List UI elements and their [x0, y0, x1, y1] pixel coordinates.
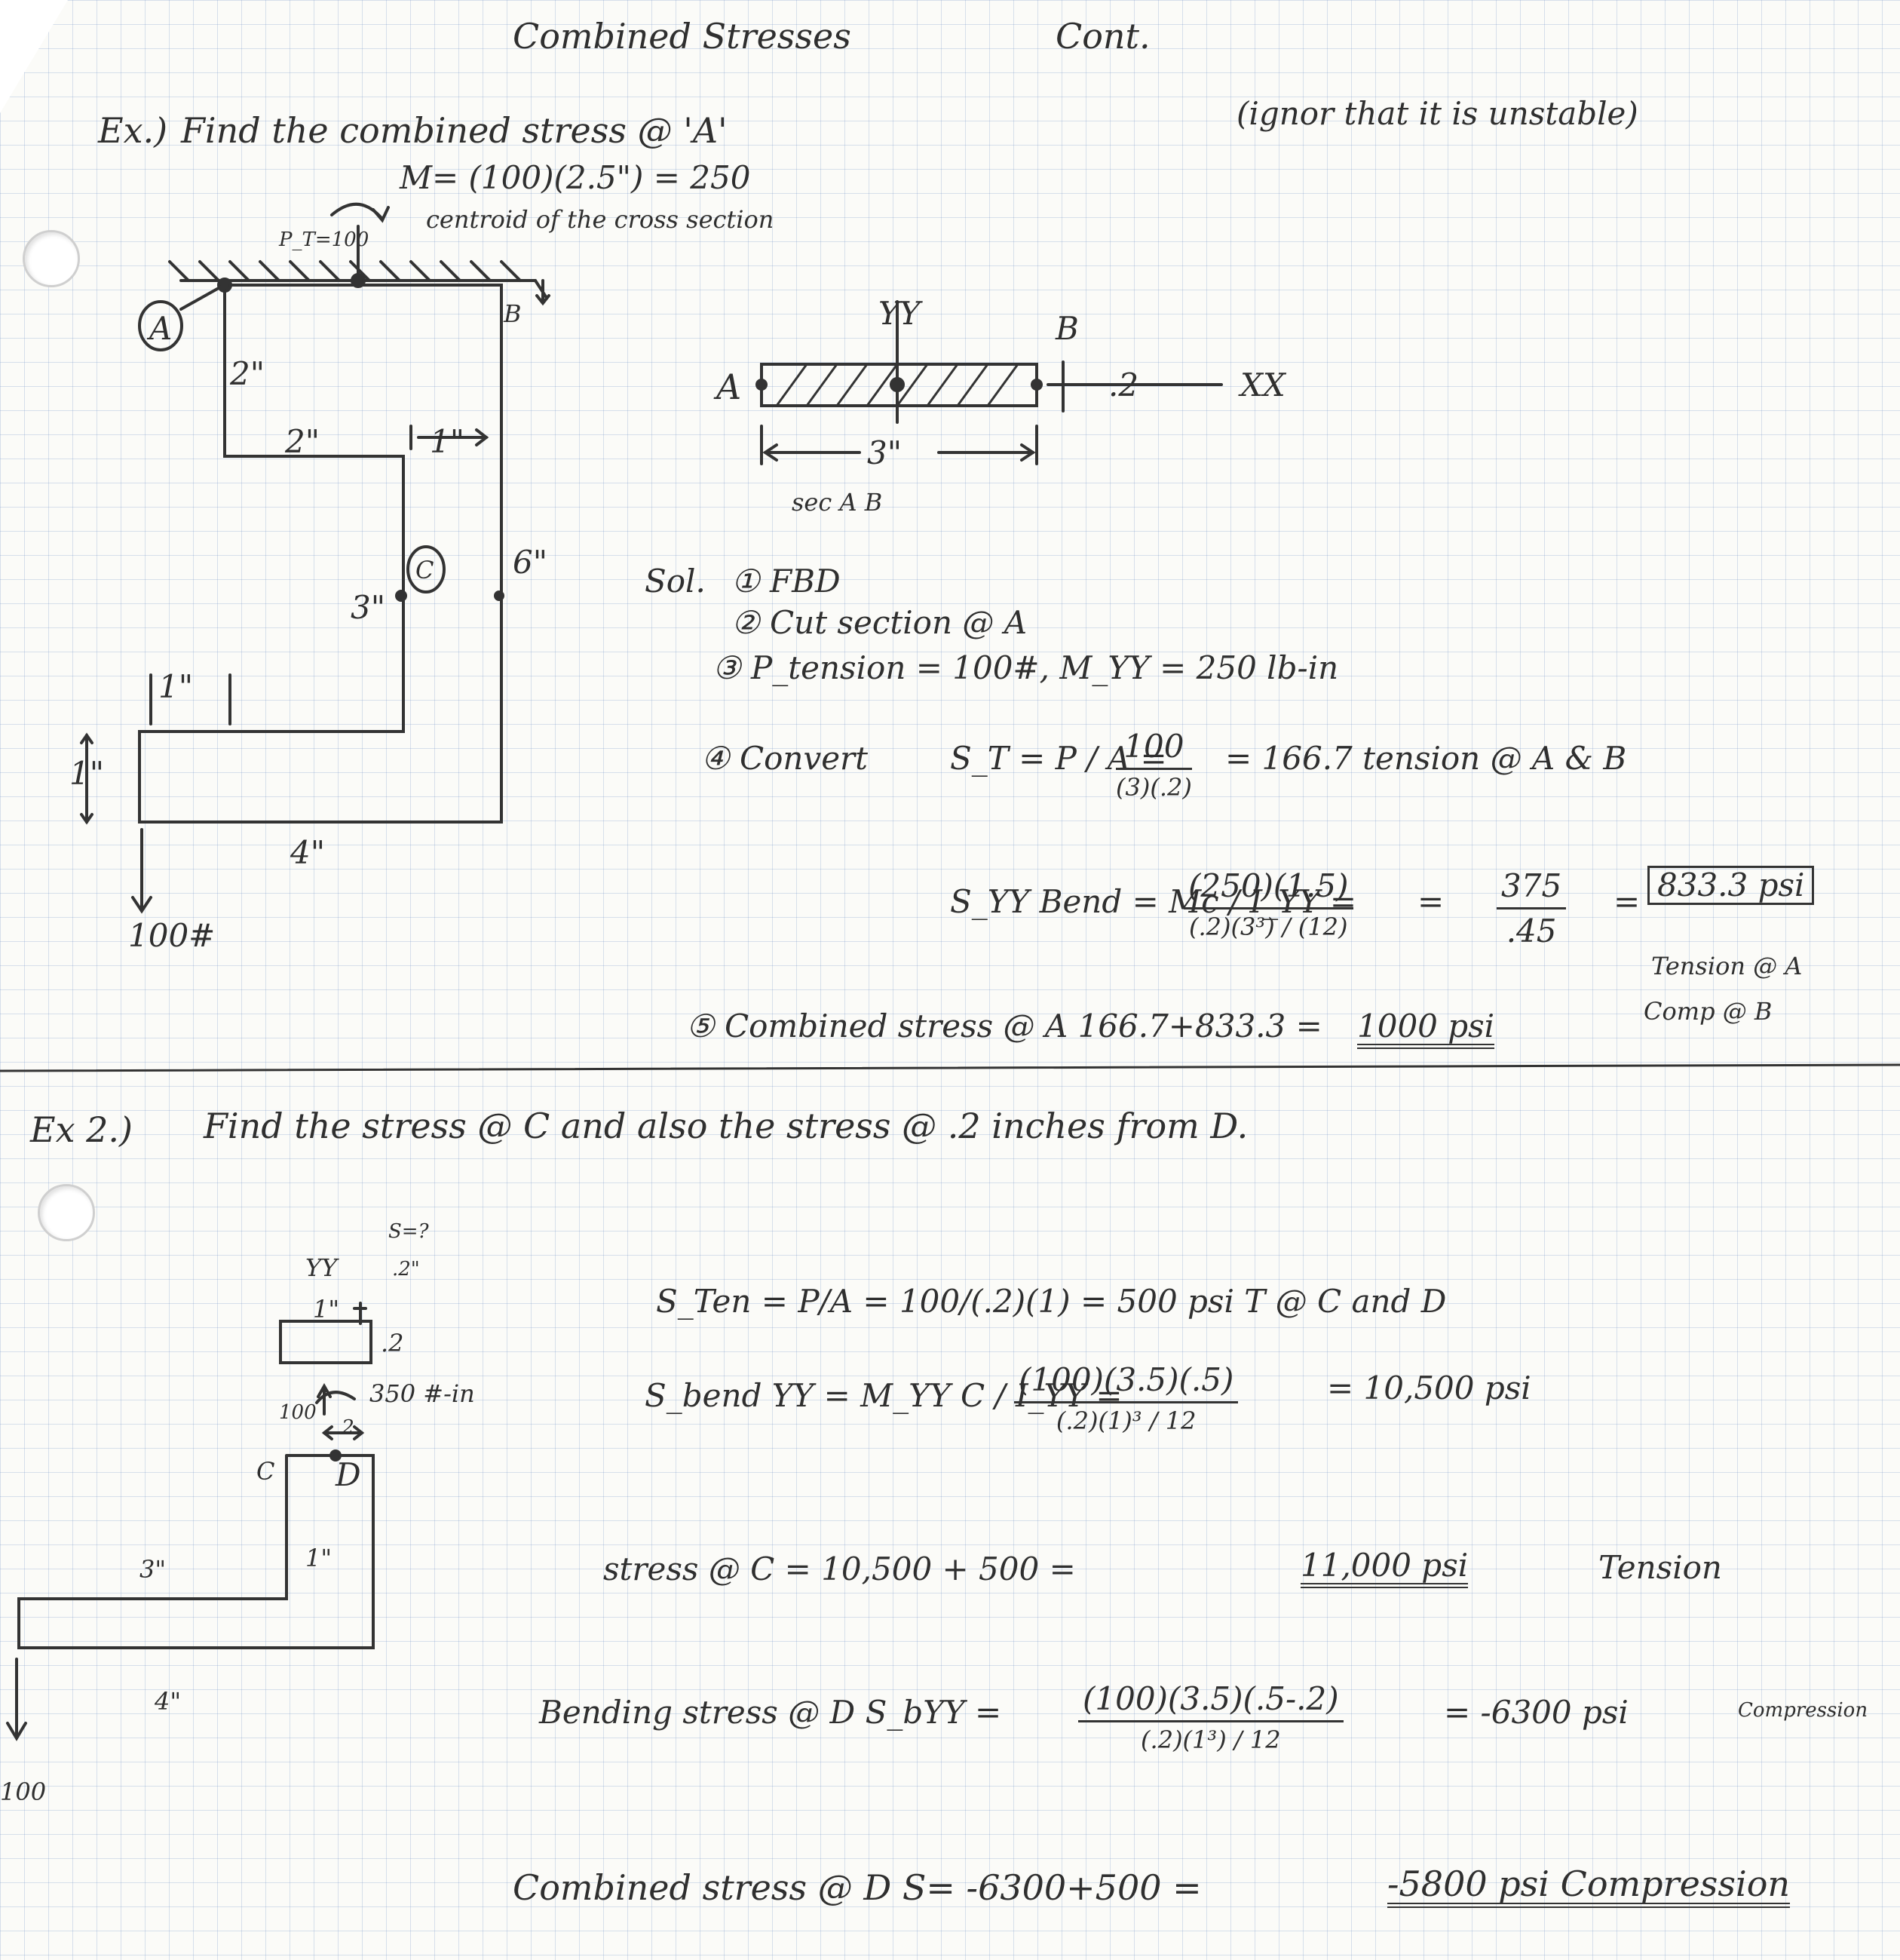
ex1-moment-eq: M= (100)(2.5") = 250 — [400, 159, 751, 196]
ex2-s-bend-den: (.2)(1)³ / 12 — [1056, 1406, 1197, 1435]
dim-6in: 6" — [513, 544, 548, 581]
ex2-d3: 3" — [139, 1555, 167, 1584]
section-xx: XX — [1240, 367, 1286, 403]
st-fraction: 100 (3)(.2) — [1116, 728, 1192, 802]
dim-2in-horiz: 2" — [285, 423, 320, 460]
point-c: C — [415, 556, 434, 584]
ex2-s-bend-lhs: S_bend YY = M_YY C / I_YY = — [645, 1377, 1123, 1414]
ex2-c: C — [256, 1457, 275, 1486]
page-title-cont: Cont. — [1056, 16, 1151, 57]
dim-1in-b: 1" — [158, 668, 194, 705]
dim-3in: 3" — [351, 589, 386, 626]
ex1-note: (ignor that it is unstable) — [1237, 95, 1638, 132]
dim-2in-vert: 2" — [230, 355, 265, 392]
ex2-load: 100 — [0, 1777, 47, 1806]
ex2-combined-d-res: -5800 psi Compression — [1387, 1866, 1791, 1908]
ex2-bend-d-fraction: (100)(3.5)(.5-.2) (.2)(1³) / 12 — [1078, 1680, 1344, 1754]
ex2-combined-d: Combined stress @ D S= -6300+500 = — [513, 1867, 1202, 1908]
ex2-d1: 1" — [313, 1295, 340, 1324]
sb-den: (.2)(3³) / (12) — [1189, 913, 1348, 941]
comp-note: Comp @ B — [1644, 997, 1773, 1026]
dim-1in: 1" — [430, 423, 465, 460]
ex2-moment: 350 #-in — [369, 1379, 475, 1408]
ex2-force: 100 — [279, 1401, 317, 1424]
ex2-s-bend-fraction: (100)(3.5)(.5) (.2)(1)³ / 12 — [1014, 1361, 1239, 1435]
st-den: (3)(.2) — [1116, 773, 1192, 802]
section-thick: .2 — [1108, 367, 1139, 403]
ex2-bend-d-num: (100)(3.5)(.5-.2) — [1078, 1680, 1344, 1722]
sb-mid-den: .45 — [1506, 913, 1557, 949]
ex2-d: D — [336, 1456, 361, 1493]
eq-sign: = — [1417, 883, 1445, 920]
section-b: B — [1056, 310, 1079, 347]
eq-sign-2: = — [1613, 883, 1641, 920]
ex2-stress-c-res: 11,000 psi — [1301, 1550, 1469, 1588]
ex2-d02: .2" — [392, 1258, 420, 1281]
ex2-d4: 4" — [155, 1687, 182, 1716]
ex1-force-label: P_T=100 — [279, 229, 369, 251]
ex2-bend-d-lhs: Bending stress @ D S_bYY = — [539, 1694, 1002, 1731]
st-num: 100 — [1116, 728, 1192, 770]
ex2-thick: .2 — [381, 1329, 404, 1357]
sol-step-2: ② Cut section @ A — [731, 604, 1028, 641]
sb-mid-fraction: 375 .45 — [1497, 867, 1567, 949]
point-a: A — [149, 310, 173, 347]
sb-fraction: (250)(1.5) (.2)(3³) / (12) — [1184, 867, 1353, 941]
section-caption: sec A B — [792, 488, 883, 517]
sol-step-5: ⑤ Combined stress @ A 166.7+833.3 = — [686, 1008, 1322, 1044]
binder-hole-bottom — [38, 1184, 95, 1241]
sb-num: (250)(1.5) — [1184, 867, 1353, 909]
section-width: 3" — [867, 434, 902, 471]
dim-4in: 4" — [290, 834, 326, 871]
ex2-prompt: Find the stress @ C and also the stress … — [204, 1106, 1249, 1146]
sol-label: Sol. — [645, 563, 706, 600]
sb-result-box: 833.3 psi — [1647, 866, 1815, 905]
point-b: B — [504, 299, 522, 328]
load-100: 100# — [128, 917, 216, 954]
page-title: Combined Stresses — [513, 16, 851, 57]
ex2-s-bend-num: (100)(3.5)(.5) — [1014, 1361, 1239, 1403]
section-yy: YY — [878, 295, 921, 332]
ex2-stress-c: stress @ C = 10,500 + 500 = — [603, 1551, 1076, 1587]
ex2-bend-d-type: Compression — [1738, 1699, 1868, 1722]
ex1-prompt: Find the combined stress @ 'A' — [181, 110, 728, 151]
sb-lhs: S_YY Bend = Mc / I_YY = — [950, 883, 1357, 920]
ex2-stress-c-type: Tension — [1598, 1549, 1722, 1586]
ex2-s-question: S=? — [388, 1220, 429, 1243]
st-result: = 166.7 tension @ A & B — [1225, 740, 1627, 777]
dim-1in-c: 1" — [69, 755, 105, 792]
ex2-s-bend-res: = 10,500 psi — [1327, 1370, 1531, 1406]
page-corner-cut — [0, 0, 68, 113]
tension-note: Tension @ A — [1651, 952, 1803, 980]
ex2-bend-d-den: (.2)(1³) / 12 — [1141, 1725, 1281, 1754]
ex1-label: Ex.) — [98, 110, 168, 151]
sol-step-1: ① FBD — [731, 563, 841, 600]
ex2-small: .2 — [336, 1416, 354, 1439]
ex2-bend-d-res: = -6300 psi — [1444, 1694, 1629, 1731]
ex2-label: Ex 2.) — [30, 1109, 133, 1150]
sb-mid-num: 375 — [1497, 867, 1567, 909]
sol-step-3: ③ P_tension = 100#, M_YY = 250 lb-in — [712, 649, 1339, 686]
sol-step-4: ④ Convert — [701, 740, 869, 777]
ex1-centroid-note: centroid of the cross section — [426, 205, 774, 234]
ex2-d1b: 1" — [305, 1544, 332, 1572]
section-a: A — [716, 367, 742, 407]
ex2-yy: YY — [305, 1253, 338, 1282]
combined-a-result: 1000 psi — [1357, 1011, 1495, 1049]
binder-hole-top — [23, 230, 80, 287]
ex2-s-ten: S_Ten = P/A = 100/(.2)(1) = 500 psi T @ … — [656, 1283, 1447, 1320]
